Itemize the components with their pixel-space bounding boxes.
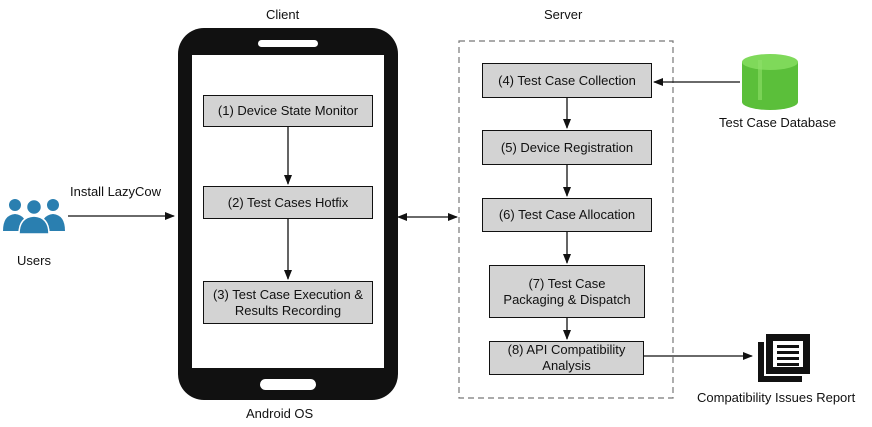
client-label: Client bbox=[266, 7, 300, 22]
android-os-label: Android OS bbox=[246, 406, 314, 421]
client-step-2: (2) Test Cases Hotfix bbox=[203, 186, 373, 219]
users-icon bbox=[3, 198, 65, 235]
flow-arrows bbox=[68, 78, 753, 360]
server-label: Server bbox=[544, 7, 583, 22]
users-label: Users bbox=[17, 253, 51, 268]
client-step-1: (1) Device State Monitor bbox=[203, 95, 373, 127]
database-icon bbox=[742, 54, 798, 110]
install-label: Install LazyCow bbox=[70, 184, 162, 199]
client-step-3: (3) Test Case Execution & Results Record… bbox=[203, 281, 373, 324]
database-label: Test Case Database bbox=[719, 115, 837, 130]
server-step-8: (8) API Compatibility Analysis bbox=[489, 341, 644, 375]
report-label: Compatibility Issues Report bbox=[697, 390, 856, 405]
server-step-6: (6) Test Case Allocation bbox=[482, 198, 652, 232]
server-step-4: (4) Test Case Collection bbox=[482, 63, 652, 98]
server-step-5: (5) Device Registration bbox=[482, 130, 652, 165]
server-boundary bbox=[458, 40, 674, 399]
report-icon bbox=[758, 334, 810, 382]
server-step-7: (7) Test Case Packaging & Dispatch bbox=[489, 265, 645, 318]
